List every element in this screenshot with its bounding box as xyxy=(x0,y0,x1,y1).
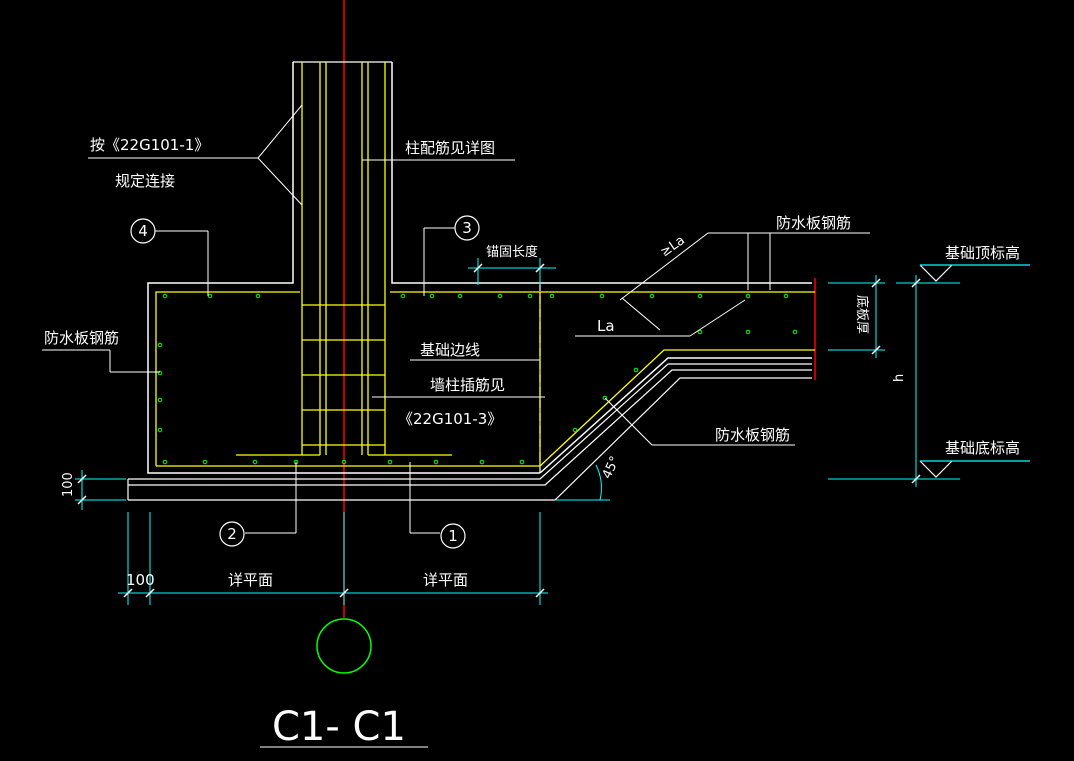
la-label: La xyxy=(597,317,615,335)
callout-3-circle xyxy=(454,215,480,241)
foundation-rebars xyxy=(155,291,815,467)
axis-bubble xyxy=(316,618,372,674)
cushion-top xyxy=(128,363,812,480)
callout-1-circle xyxy=(440,523,466,549)
column-left-outline xyxy=(147,62,540,474)
slab-bottom-outline xyxy=(539,357,812,474)
cushion-bottom xyxy=(128,377,812,501)
waterproof-slope-label: 防水板钢筋 xyxy=(715,426,790,444)
dimension-lines xyxy=(75,258,960,605)
elevation-markers xyxy=(919,264,1030,478)
waterproof-top-label: 防水板钢筋 xyxy=(776,214,851,232)
foundation-top-elev-label: 基础顶标高 xyxy=(945,244,1020,262)
splice-note-line1: 按《22G101-1》 xyxy=(90,136,209,154)
anchor-length-label: 锚固长度 xyxy=(486,244,538,260)
plan-left-label: 详平面 xyxy=(228,571,273,589)
edge-line-label: 基础边线 xyxy=(420,341,480,359)
callout-4-circle xyxy=(130,218,156,244)
callout-2-circle xyxy=(219,521,245,547)
column-rebars xyxy=(236,62,452,456)
plan-right-label: 详平面 xyxy=(423,571,468,589)
column-right-outline xyxy=(391,62,812,284)
insert-rebar-label-2: 《22G101-3》 xyxy=(398,410,502,428)
callout-1-number: 1 xyxy=(448,527,458,545)
slab-thickness-label: 底板厚 xyxy=(854,295,870,334)
callout-2-number: 2 xyxy=(227,525,237,543)
leader-lines xyxy=(42,104,870,748)
dimension-ticks xyxy=(77,263,921,598)
cushion-mid xyxy=(128,369,812,486)
angle-label: 45° xyxy=(600,454,623,481)
dim-100-left: 100 xyxy=(61,472,76,497)
foundation-bottom-elev-label: 基础底标高 xyxy=(945,439,1020,457)
ge-la-label: ≥La xyxy=(658,233,688,260)
callout-4-number: 4 xyxy=(138,222,148,240)
splice-note-line2: 规定连接 xyxy=(115,172,175,190)
section-title: C1- C1 xyxy=(272,704,406,750)
column-rebar-note: 柱配筋见详图 xyxy=(405,139,495,157)
callout-3-number: 3 xyxy=(462,219,472,237)
insert-rebar-label-1: 墙柱插筋见 xyxy=(430,376,505,394)
rebar-dots xyxy=(157,293,798,465)
dim-100-bottom: 100 xyxy=(126,571,155,589)
waterproof-left-label: 防水板钢筋 xyxy=(44,329,119,347)
h-label: h xyxy=(892,374,907,382)
